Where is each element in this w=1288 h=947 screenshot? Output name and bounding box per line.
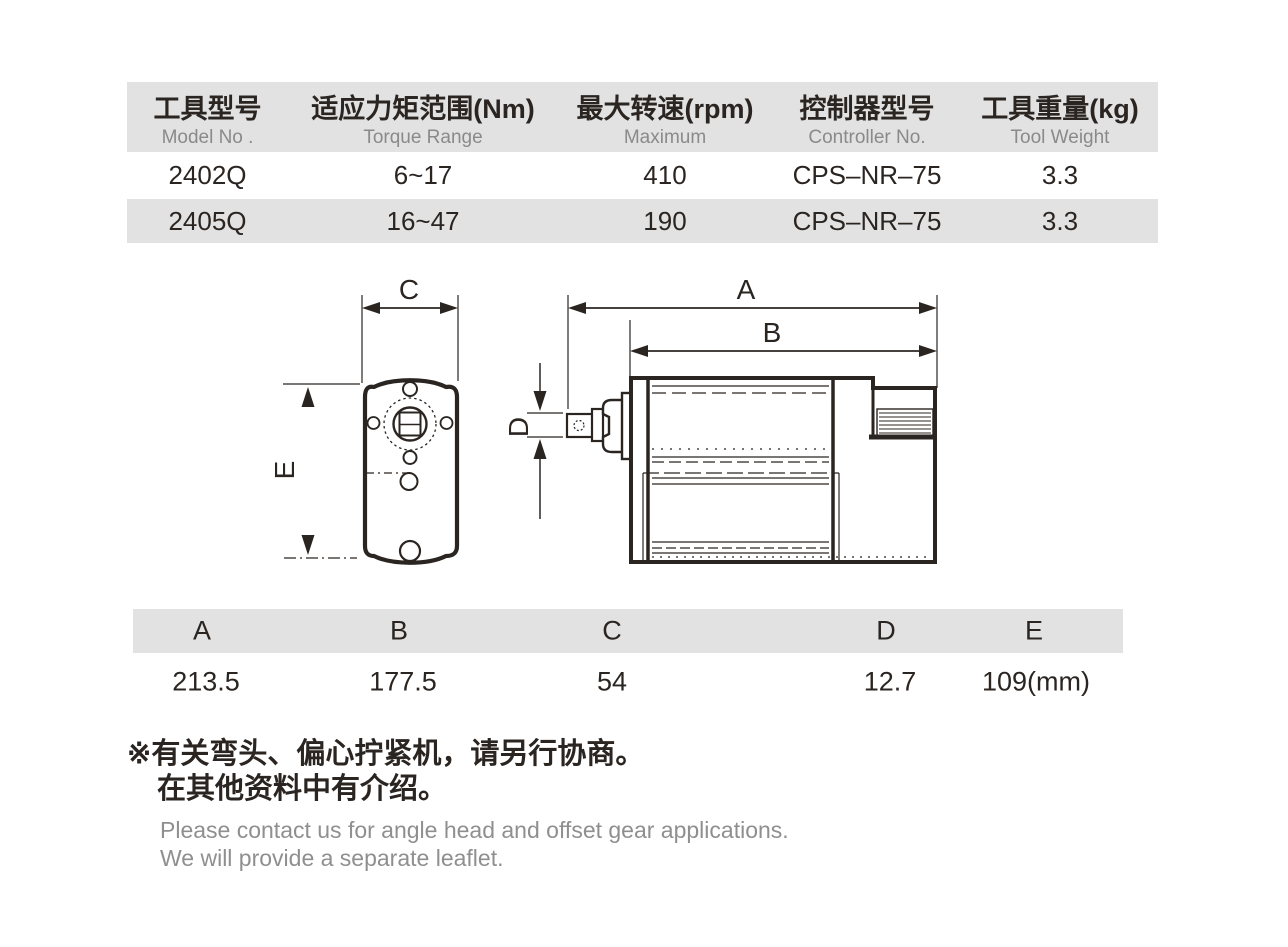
bolt-hole-right: [439, 416, 454, 430]
col-title-en: Controller No.: [808, 126, 926, 148]
bolt-hole-left: [366, 416, 381, 430]
note-zh-line2: 在其他资料中有介绍。: [157, 773, 448, 805]
col-title-zh: 最大转速(rpm): [576, 93, 754, 124]
model-no: 2405Q: [168, 205, 247, 236]
arrowhead: [301, 535, 315, 555]
arrowhead: [362, 302, 380, 314]
dim-header-e: E: [1024, 615, 1044, 646]
side-body-outline: [629, 376, 937, 564]
spec-col-speed: 最大转速(rpm) Maximum: [558, 82, 772, 152]
connector-hatch: [879, 412, 931, 434]
spindle-boss: [392, 406, 428, 442]
col-title-en: Torque Range: [363, 126, 483, 148]
torque-range: 6~17: [393, 160, 453, 190]
tool-weight: 3.3: [1041, 205, 1079, 236]
body-detail-lines: [643, 385, 930, 558]
dim-label-a: A: [737, 274, 756, 305]
note-en-line2: We will provide a separate leaflet.: [160, 845, 504, 871]
side-view: [565, 376, 937, 564]
arrowhead: [533, 439, 547, 459]
spec-col-torque: 适应力矩范围(Nm) Torque Range: [288, 82, 558, 152]
col-title-en: Model No .: [161, 126, 254, 148]
dim-label-b: B: [763, 317, 782, 348]
col-title-en: Maximum: [623, 126, 707, 148]
side-view-dimensions: A B D: [503, 274, 938, 519]
front-view-dimensions: C E: [269, 274, 459, 559]
bolt-hole-bottom: [398, 539, 422, 563]
col-title-zh: 工具重量(kg): [981, 93, 1139, 124]
housing-hole: [399, 472, 419, 491]
col-title-zh: 适应力矩范围(Nm): [311, 93, 535, 124]
dim-header-d: D: [876, 615, 896, 646]
dim-header-a: A: [192, 615, 212, 646]
max-speed: 410: [643, 160, 687, 190]
square-drive: [398, 411, 422, 437]
note-zh-text: 有关弯头、偏心拧紧机，请另行协商。: [151, 738, 645, 770]
arrowhead: [919, 302, 937, 314]
note-zh-line1: ※ 有关弯头、偏心拧紧机，请另行协商。: [127, 737, 789, 772]
dim-table-header: A B C D E: [133, 609, 1123, 653]
dim-header-c: C: [602, 615, 622, 646]
arrowhead: [919, 345, 937, 357]
shaft-collar: [590, 407, 605, 443]
arrowhead: [630, 345, 648, 357]
connector-block: [876, 408, 934, 437]
bolt-hole-below: [402, 450, 418, 465]
dim-value-e: 109(mm): [981, 666, 1091, 697]
hex-nut: [601, 398, 626, 454]
drive-shaft: [565, 412, 595, 439]
dim-value-a: 213.5: [172, 666, 240, 697]
arrowhead: [568, 302, 586, 314]
spec-col-controller: 控制器型号 Controller No.: [772, 82, 962, 152]
bolt-hole-top: [402, 381, 418, 397]
spec-table: 工具型号 Model No . 适应力矩范围(Nm) Torque Range …: [127, 82, 1158, 243]
dim-header-b: B: [389, 615, 409, 646]
controller-no: CPS–NR–75: [792, 205, 942, 236]
table-row: 2402Q 6~17 410 CPS–NR–75 3.3: [127, 152, 1158, 199]
controller-no: CPS–NR–75: [792, 160, 942, 190]
table-row: 2405Q 16~47 190 CPS–NR–75 3.3: [127, 199, 1158, 243]
tool-weight: 3.3: [1041, 160, 1079, 190]
shaft-pin-hole: [573, 419, 585, 432]
col-title-en: Tool Weight: [1010, 126, 1110, 148]
dim-value-b: 177.5: [369, 666, 437, 697]
note-en-line1: Please contact us for angle head and off…: [160, 817, 789, 843]
dim-table-values: 213.5 177.5 54 12.7 109(mm): [133, 662, 1123, 702]
arrowhead: [301, 387, 315, 407]
max-speed: 190: [643, 205, 687, 236]
dim-label-e: E: [269, 461, 300, 480]
dim-label-c: C: [399, 274, 419, 305]
dimension-diagram: C E: [269, 274, 938, 565]
spec-col-weight: 工具重量(kg) Tool Weight: [962, 82, 1158, 152]
dim-value-c: 54: [596, 666, 628, 697]
dim-label-d: D: [503, 417, 534, 437]
reference-mark: ※: [127, 738, 152, 770]
arrowhead: [533, 391, 547, 411]
front-body-outline: [362, 378, 460, 565]
dim-value-d: 12.7: [863, 666, 917, 697]
torque-range: 16~47: [386, 205, 460, 236]
col-title-zh: 工具型号: [153, 93, 262, 124]
spec-table-header-row: 工具型号 Model No . 适应力矩范围(Nm) Torque Range …: [127, 82, 1158, 152]
front-view: [362, 378, 460, 565]
footnotes: ※ 有关弯头、偏心拧紧机，请另行协商。 在其他资料中有介绍。 Please co…: [127, 737, 789, 872]
col-title-zh: 控制器型号: [799, 93, 935, 124]
model-no: 2402Q: [168, 160, 247, 190]
spec-col-model: 工具型号 Model No .: [127, 82, 288, 152]
arrowhead: [440, 302, 458, 314]
